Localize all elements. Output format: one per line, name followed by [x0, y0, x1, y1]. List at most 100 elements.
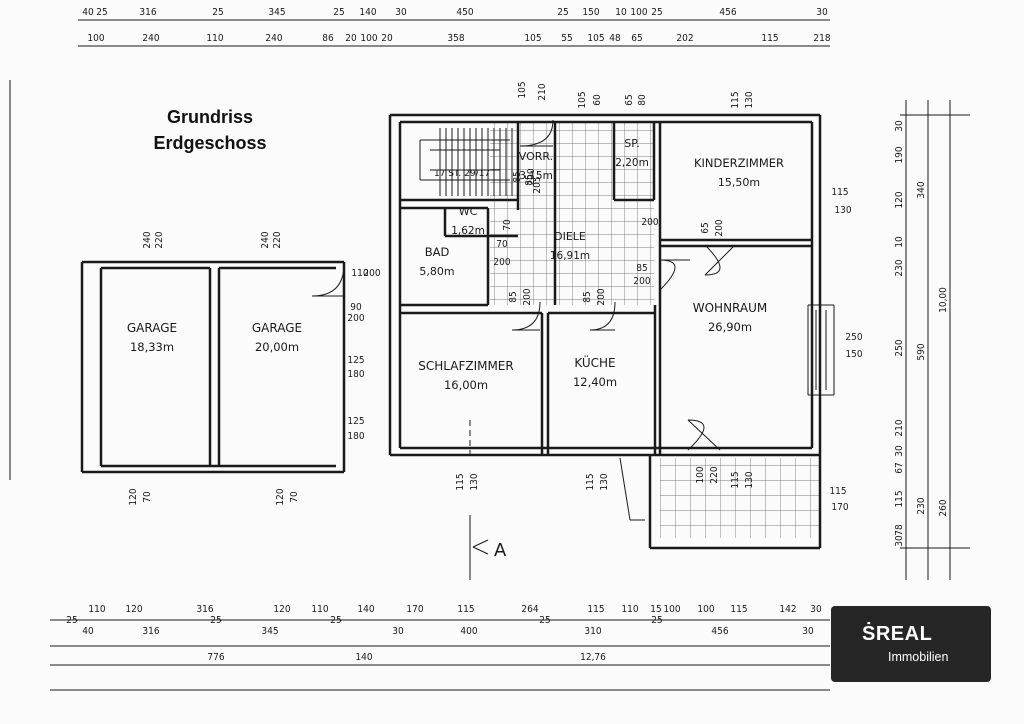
- room-name: GARAGE: [127, 321, 177, 335]
- dim-bottom: 25: [210, 615, 221, 626]
- dim-bottom: 142: [779, 604, 796, 615]
- real-immobilien-logo: ṠREAL Immobilien: [831, 606, 991, 682]
- dim-top: 100: [87, 33, 104, 44]
- dim-right: 30: [894, 445, 905, 457]
- dim-top: 30: [816, 7, 828, 18]
- dim-right: 340: [916, 181, 927, 198]
- dim-label: 200: [347, 313, 364, 324]
- dim-bottom: 170: [406, 604, 423, 615]
- dim-bottom: 25: [330, 615, 341, 626]
- dim-label: 200: [641, 217, 658, 228]
- dim-label: 115: [831, 187, 848, 198]
- dim-label: 240: [142, 231, 153, 248]
- room-area: 5,80m: [419, 265, 454, 278]
- dim-right: 250: [894, 339, 905, 356]
- dim-bottom: 40: [82, 626, 94, 637]
- dim-bottom: 456: [711, 626, 728, 637]
- dim-bottom: 115: [587, 604, 604, 615]
- dim-right: 230: [894, 259, 905, 276]
- dim-top: 202: [676, 33, 693, 44]
- dim-right: 67: [894, 462, 905, 473]
- walls: [80, 113, 822, 550]
- dim-top: 55: [561, 33, 572, 44]
- dim-label: 60: [592, 94, 603, 106]
- dim-right: 210: [894, 419, 905, 436]
- plan-subtitle: Erdgeschoss: [153, 133, 267, 153]
- dim-label: 100: [695, 466, 706, 483]
- dim-bottom: 25: [539, 615, 550, 626]
- dim-top: 140: [359, 7, 376, 18]
- line-19: [472, 546, 489, 555]
- door-swing-4: [687, 419, 721, 451]
- dim-label: 130: [834, 205, 851, 216]
- dim-bottom: 110: [88, 604, 105, 615]
- dim-label: 180: [347, 369, 364, 380]
- dim-bottom: 12,76: [580, 652, 606, 663]
- dim-top: 25: [333, 7, 344, 18]
- dim-label: 200: [633, 276, 650, 287]
- thin-lines: [9, 19, 970, 691]
- dim-bottom: 115: [730, 604, 747, 615]
- labels: GARAGE18,33mGARAGE20,00mBAD5,80mWC1,62mV…: [127, 137, 784, 561]
- dim-right: 120: [894, 191, 905, 208]
- dim-label: 130: [744, 91, 755, 108]
- room-name: GARAGE: [252, 321, 302, 335]
- dim-bottom: 110: [621, 604, 638, 615]
- room-area: 2,20m: [615, 157, 649, 169]
- room-area: 16,91m: [550, 250, 590, 262]
- room-name: KINDERZIMMER: [694, 156, 784, 170]
- dim-bottom: 316: [196, 604, 213, 615]
- dim-label: 70: [502, 219, 513, 231]
- stairs-label: 17 ST. 29/17: [434, 169, 490, 179]
- dim-label: 115: [585, 473, 596, 490]
- dim-label: 120: [128, 488, 139, 505]
- door-swing-6: [519, 119, 554, 147]
- dim-top: 25: [96, 7, 107, 18]
- dim-bottom: 120: [273, 604, 290, 615]
- dim-label: 240: [260, 231, 271, 248]
- terrace-tiles: [660, 458, 820, 538]
- dim-label: 200: [526, 168, 537, 185]
- dim-label: 110: [351, 268, 368, 279]
- dim-label: 130: [469, 473, 480, 490]
- dim-label: 85: [524, 174, 535, 185]
- dim-label: 220: [709, 466, 720, 483]
- dim-bottom: 776: [207, 652, 224, 663]
- dim-label: 115: [455, 473, 466, 490]
- dim-label: 125: [347, 355, 364, 366]
- dim-bottom: 30: [392, 626, 404, 637]
- dim-top: 10: [615, 7, 627, 18]
- room-area: 26,90m: [708, 320, 752, 334]
- dim-top: 456: [719, 7, 736, 18]
- dim-top: 25: [651, 7, 662, 18]
- room-area: 18,33m: [130, 340, 174, 354]
- dim-label: 150: [845, 349, 862, 360]
- dim-bottom: 264: [521, 604, 538, 615]
- dim-right: 10,00: [938, 287, 949, 313]
- dim-top: 150: [582, 7, 599, 18]
- dim-right: 230: [916, 497, 927, 514]
- dim-bottom: 400: [460, 626, 477, 637]
- dim-top: 40: [82, 7, 94, 18]
- dim-bottom: 115: [457, 604, 474, 615]
- s-logo-icon: Ṡ: [862, 623, 876, 645]
- dim-bottom: 15: [650, 604, 661, 615]
- dim-top: 240: [265, 33, 282, 44]
- dim-label: 125: [347, 416, 364, 427]
- dim-top: 20: [345, 33, 357, 44]
- dim-label: 120: [275, 488, 286, 505]
- dim-right: 30: [894, 120, 905, 132]
- dim-top: 20: [381, 33, 393, 44]
- dim-label: 200: [493, 257, 510, 268]
- dim-bottom: 100: [697, 604, 714, 615]
- dim-label: 105: [517, 81, 528, 98]
- dim-label: 90: [350, 302, 362, 313]
- dim-label: 180: [347, 431, 364, 442]
- dim-label: 200: [596, 288, 607, 305]
- room-area: 15,50m: [718, 176, 760, 189]
- dim-label: 205: [532, 176, 543, 193]
- dim-top: 218: [813, 33, 830, 44]
- door-swing-0: [311, 263, 345, 297]
- dim-bottom: 345: [261, 626, 278, 637]
